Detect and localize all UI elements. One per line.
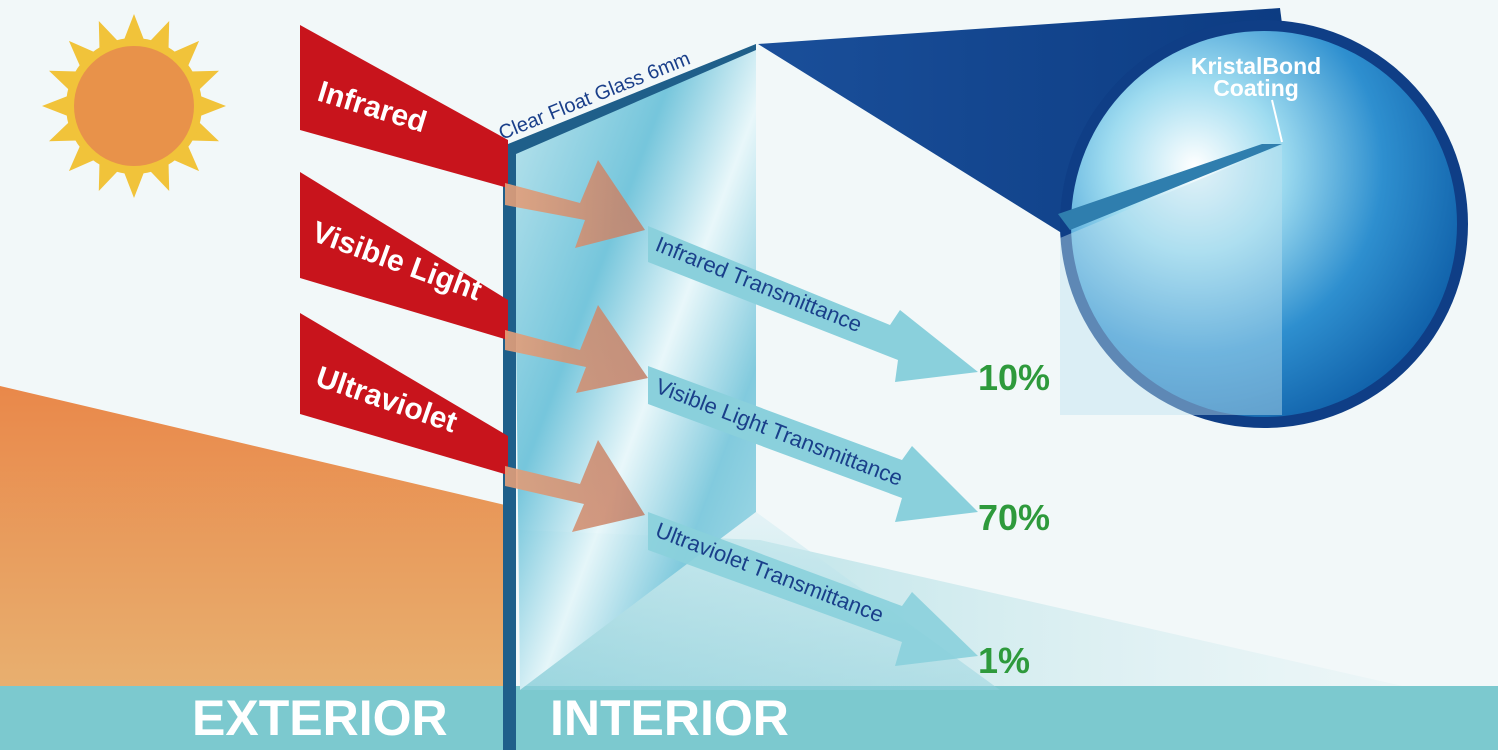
ray-infrared bbox=[300, 25, 508, 188]
sun-ray bbox=[194, 93, 226, 119]
sun-ray bbox=[121, 14, 147, 46]
sun-ray bbox=[68, 140, 100, 172]
transmit-arrow-visible-light bbox=[648, 366, 978, 522]
transmittance-value-infrared: 10% bbox=[978, 357, 1050, 398]
exterior-ground bbox=[0, 386, 505, 690]
transmittance-value-visible-light: 70% bbox=[978, 497, 1050, 538]
ray-ultraviolet bbox=[300, 313, 508, 475]
sun-ray bbox=[168, 140, 200, 172]
sun-ray bbox=[121, 166, 147, 198]
sun-ray bbox=[68, 40, 100, 72]
exterior-label: EXTERIOR bbox=[192, 690, 448, 746]
magnifier-lens bbox=[1071, 31, 1457, 417]
sun-ray bbox=[42, 93, 74, 119]
through-arrow-ultraviolet bbox=[505, 440, 645, 532]
floor-band bbox=[0, 686, 1498, 750]
coating-pointer bbox=[1271, 99, 1283, 143]
sun-icon bbox=[42, 14, 226, 198]
ray-visible-light bbox=[300, 172, 508, 340]
through-arrow-visible-light bbox=[505, 305, 648, 393]
transmit-arrow-infrared bbox=[648, 226, 978, 382]
transmittance-value-ultraviolet: 1% bbox=[978, 640, 1030, 681]
coating-layer bbox=[1058, 144, 1282, 230]
interior-label: INTERIOR bbox=[550, 690, 789, 746]
sun-ray bbox=[168, 40, 200, 72]
coating-label-line2: Coating bbox=[1213, 75, 1299, 101]
magnified-glass-face bbox=[1060, 145, 1282, 415]
glass-pane-bottom bbox=[520, 512, 1000, 690]
coating-label-line1: KristalBond bbox=[1191, 53, 1321, 79]
through-arrow-infrared bbox=[505, 160, 645, 248]
transmit-arrow-ultraviolet bbox=[648, 512, 978, 666]
